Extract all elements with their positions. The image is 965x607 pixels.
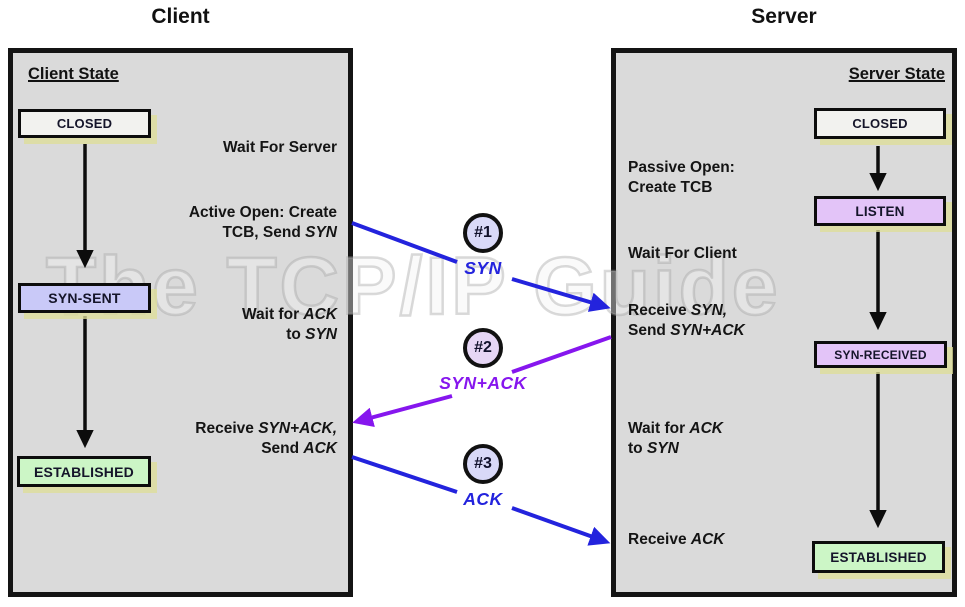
message-1-arrow	[351, 221, 611, 312]
client-annotation-wait-for-server: Wait For Server	[223, 139, 337, 156]
message-3-label: ACK	[463, 489, 503, 509]
client-annotation-wait-for-ack: Wait for ACK to SYN	[241, 306, 337, 343]
message-1-label: SYN	[464, 258, 502, 278]
client-annotation-receive-synack: Receive SYN+ACK, Send ACK	[195, 420, 337, 457]
server-panel	[611, 48, 957, 597]
server-annotation-wait-for-client: Wait For Client	[628, 245, 737, 262]
server-state-header: Server State	[848, 65, 945, 83]
server-state-listen: LISTEN	[814, 196, 946, 226]
client-state-header: Client State	[28, 65, 119, 83]
server-annotation-wait-for-ack: Wait for ACK to SYN	[628, 420, 724, 457]
client-title: Client	[151, 5, 210, 28]
message-1-badge: #1	[463, 213, 503, 253]
message-2-badge: #2	[463, 328, 503, 368]
server-state-syn-received: SYN-RECEIVED	[814, 341, 947, 368]
server-annotation-receive-syn: Receive SYN, Send SYN+ACK	[628, 302, 745, 339]
server-title: Server	[751, 5, 817, 28]
message-3-badge: #3	[463, 444, 503, 484]
client-state-syn-sent: SYN-SENT	[18, 283, 151, 313]
server-annotation-passive-open: Passive Open: Create TCB	[628, 159, 735, 196]
server-annotation-receive-ack: Receive ACK	[628, 531, 725, 548]
message-2-label: SYN+ACK	[439, 373, 527, 393]
server-state-established: ESTABLISHED	[812, 541, 945, 573]
client-annotation-active-open: Active Open: Create TCB, Send SYN	[188, 204, 337, 241]
server-state-closed: CLOSED	[814, 108, 946, 139]
message-2-arrow	[352, 335, 612, 428]
message-3-arrow	[351, 455, 611, 546]
client-state-established: ESTABLISHED	[17, 456, 151, 487]
client-state-closed: CLOSED	[18, 109, 151, 138]
client-panel	[8, 48, 353, 597]
